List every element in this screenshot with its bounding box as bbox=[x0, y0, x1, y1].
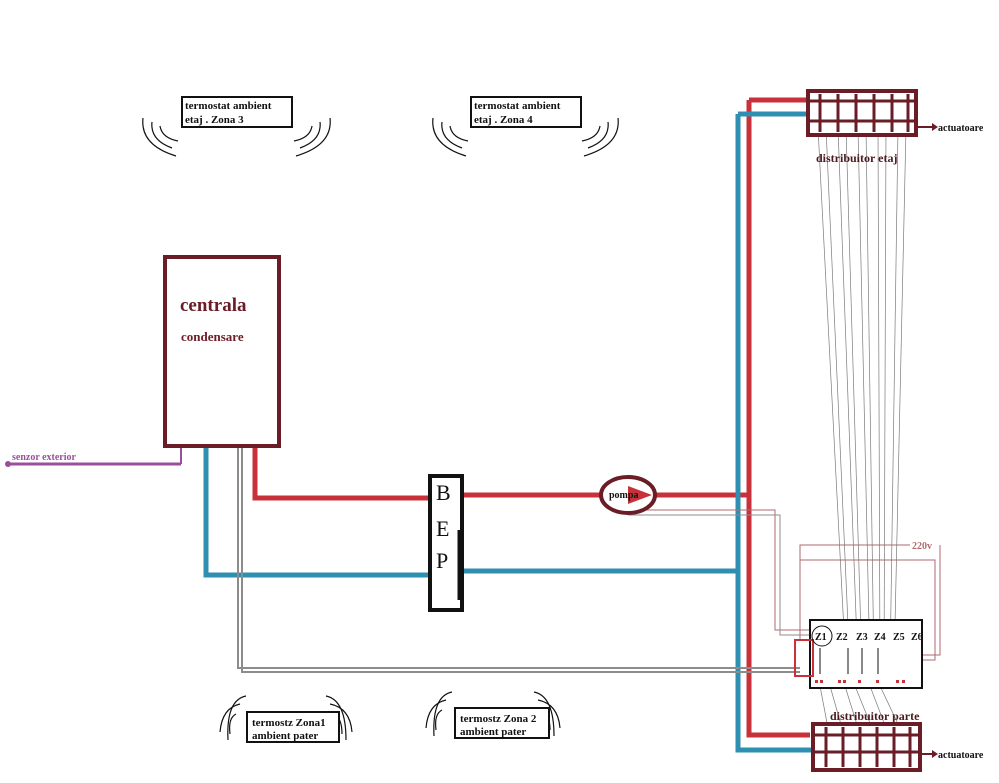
pump-label: pompa bbox=[609, 490, 638, 501]
boiler-subtitle: condensare bbox=[181, 329, 244, 344]
bep-letter-e: E bbox=[436, 516, 449, 541]
supply-riser bbox=[746, 97, 810, 738]
zone-label-z1: Z1 bbox=[815, 632, 827, 643]
thermostat-zona3-line1: termostat ambient bbox=[185, 100, 272, 112]
thermostat-etaj-zona3: termostat ambient etaj . Zona 3 bbox=[142, 96, 331, 157]
actuator-wires-parter bbox=[819, 685, 901, 729]
circulation-pump: pompa bbox=[599, 475, 657, 515]
bep-letter-p: P bbox=[436, 548, 448, 573]
thermostat-zona1-line1: termostz Zona1 bbox=[252, 717, 326, 729]
return-pipe-boiler-to-bep bbox=[203, 446, 430, 578]
distributor-etaj-label: distribuitor etaj bbox=[816, 151, 897, 165]
sensor-label: senzor exterior bbox=[12, 452, 77, 463]
boiler-title: centrala bbox=[180, 295, 247, 316]
sensor-line bbox=[5, 446, 182, 467]
distributor-etaj: distribuitor etaj bbox=[806, 89, 918, 165]
thermostat-zona2-line1: termostz Zona 2 bbox=[460, 713, 537, 725]
zone-label-z3: Z3 bbox=[856, 632, 868, 643]
boiler: centrala condensare bbox=[163, 255, 281, 448]
supply-pipe-boiler-to-bep bbox=[252, 446, 430, 501]
actuator-arrow-etaj: actuatoare bbox=[916, 123, 984, 134]
distributor-parter-label: distribuitor parte bbox=[830, 709, 920, 723]
power-label: 220v bbox=[912, 541, 932, 552]
thermostat-etaj-zona4: termostat ambient etaj . Zona 4 bbox=[432, 96, 619, 157]
pump-control-wires bbox=[628, 509, 810, 636]
thermostat-parter-zona1: termostz Zona1 ambient pater bbox=[219, 695, 353, 743]
zone-label-z6: Z6 bbox=[911, 632, 923, 643]
actuator-arrow-parter: actuatoare bbox=[920, 750, 984, 761]
thermostat-zona4-line1: termostat ambient bbox=[474, 100, 561, 112]
thermostat-zona1-line2: ambient pater bbox=[252, 730, 318, 742]
zone-label-z5: Z5 bbox=[893, 632, 905, 643]
actuator-wires-etaj bbox=[817, 127, 907, 671]
thermostat-zona3-line2: etaj . Zona 3 bbox=[185, 114, 244, 126]
thermostat-zona4-line2: etaj . Zona 4 bbox=[474, 114, 533, 126]
actuator-label-parter: actuatoare bbox=[938, 750, 984, 761]
zone-label-z2: Z2 bbox=[836, 632, 848, 643]
actuator-label-etaj: actuatoare bbox=[938, 123, 984, 134]
distributor-parter: distribuitor parte bbox=[811, 709, 922, 772]
thermostat-parter-zona2: termostz Zona 2 ambient pater bbox=[425, 691, 561, 739]
bep-letter-b: B bbox=[436, 480, 451, 505]
bep-separator: B E P bbox=[428, 474, 464, 612]
return-riser bbox=[735, 111, 812, 753]
zone-label-z4: Z4 bbox=[874, 632, 886, 643]
zone-controller: Z1 Z2 Z3 Z4 Z5 Z6 bbox=[794, 619, 923, 689]
signal-lines-boiler-to-controller bbox=[237, 446, 800, 673]
thermostat-zona2-line2: ambient pater bbox=[460, 726, 526, 738]
